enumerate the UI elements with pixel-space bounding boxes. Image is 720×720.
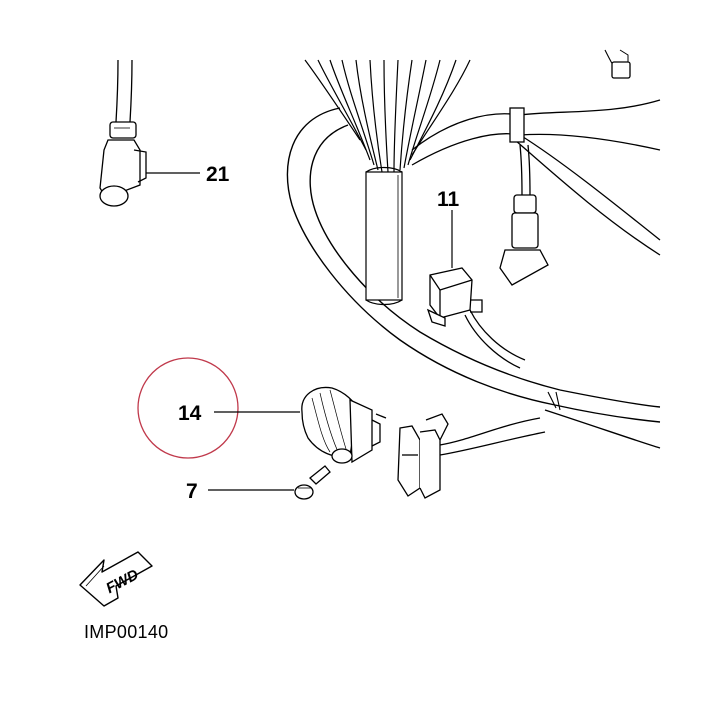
figure-id: IMP00140 bbox=[84, 622, 169, 642]
part-7-screw bbox=[294, 465, 331, 500]
harness-plug-lower bbox=[397, 413, 546, 499]
callout-7: 7 bbox=[186, 480, 198, 503]
main-wiring-harness bbox=[286, 107, 661, 449]
callout-11: 11 bbox=[437, 188, 460, 211]
callout-14: 14 bbox=[178, 402, 202, 425]
part-11-connector bbox=[426, 267, 526, 369]
harness-branch-right bbox=[411, 49, 661, 256]
fwd-arrow-icon: FWD bbox=[79, 551, 153, 607]
harness-connector-right bbox=[499, 144, 549, 286]
part-14-switch bbox=[301, 386, 387, 464]
part-21-connector bbox=[99, 59, 147, 207]
highlight-circle-14 bbox=[137, 357, 239, 459]
callout-21: 21 bbox=[206, 163, 230, 186]
wire-bundle bbox=[304, 59, 471, 306]
